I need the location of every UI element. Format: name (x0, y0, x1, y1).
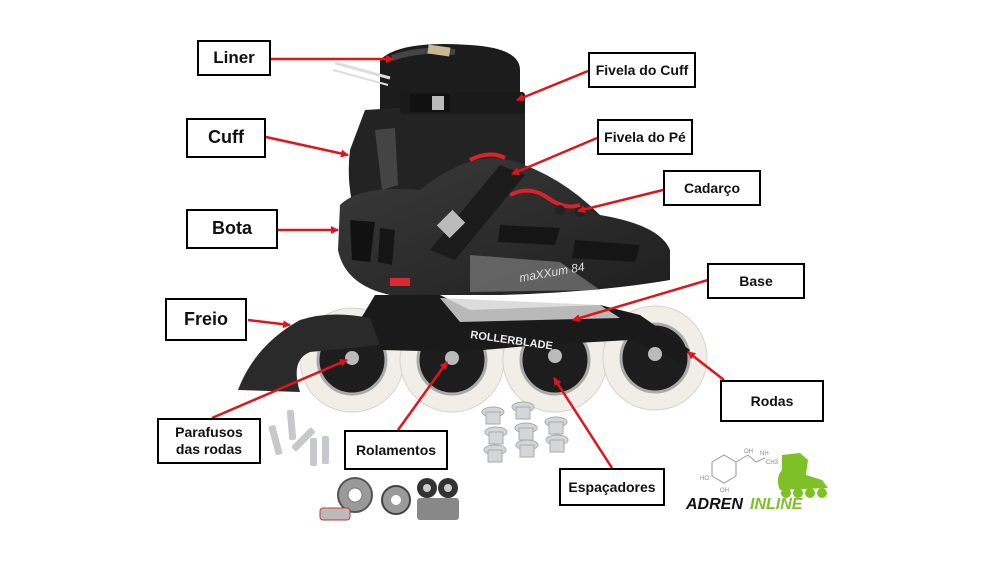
logo-text-adren: ADREN (685, 496, 743, 513)
label-parafusos-das-rodas: Parafusos das rodas (157, 418, 261, 464)
skate-logo-icon (777, 453, 828, 490)
label-espacadores: Espaçadores (559, 468, 665, 506)
label-fivela-do-pe: Fivela do Pé (597, 119, 693, 155)
arrow-espacadores (552, 377, 614, 469)
spacers (481, 401, 569, 463)
arrow-cadarco (577, 188, 664, 214)
svg-text:HO: HO (700, 476, 709, 482)
arrow-parafusos (211, 358, 348, 420)
label-freio: Freio (165, 298, 247, 341)
arrow-rolamentos (396, 361, 449, 431)
adreninline-logo: OH NH CH3 HO OH ADREN INLINE (685, 449, 828, 513)
arrow-cuff (265, 135, 349, 158)
label-fivela-do-cuff: Fivela do Cuff (588, 52, 696, 88)
callout-arrows (211, 55, 725, 469)
boot: maXXum 84 (332, 44, 670, 295)
logo-text-inline: INLINE (750, 496, 804, 513)
label-cuff: Cuff (186, 118, 266, 158)
label-rodas: Rodas (720, 380, 824, 422)
svg-text:OH: OH (720, 488, 729, 494)
label-rolamentos: Rolamentos (344, 430, 448, 470)
arrow-fivela-pe (511, 136, 598, 176)
svg-text:OH: OH (744, 449, 753, 455)
brake (238, 314, 380, 392)
arrow-fivela-cuff (516, 69, 589, 102)
label-cadarco: Cadarço (663, 170, 761, 206)
axle-bolts (268, 409, 329, 466)
frame-and-wheels: ROLLERBLADE (238, 295, 708, 413)
arrow-rodas (687, 351, 725, 381)
arrow-freio (247, 318, 291, 329)
label-bota: Bota (186, 209, 278, 249)
svg-text:CH3: CH3 (766, 460, 779, 466)
label-parafusos-line2: das rodas (175, 441, 243, 457)
svg-text:NH: NH (760, 451, 769, 457)
bearings (319, 477, 459, 521)
label-liner: Liner (197, 40, 271, 76)
arrow-base (572, 278, 709, 322)
label-parafusos-line1: Parafusos (175, 424, 243, 441)
label-base: Base (707, 263, 805, 299)
